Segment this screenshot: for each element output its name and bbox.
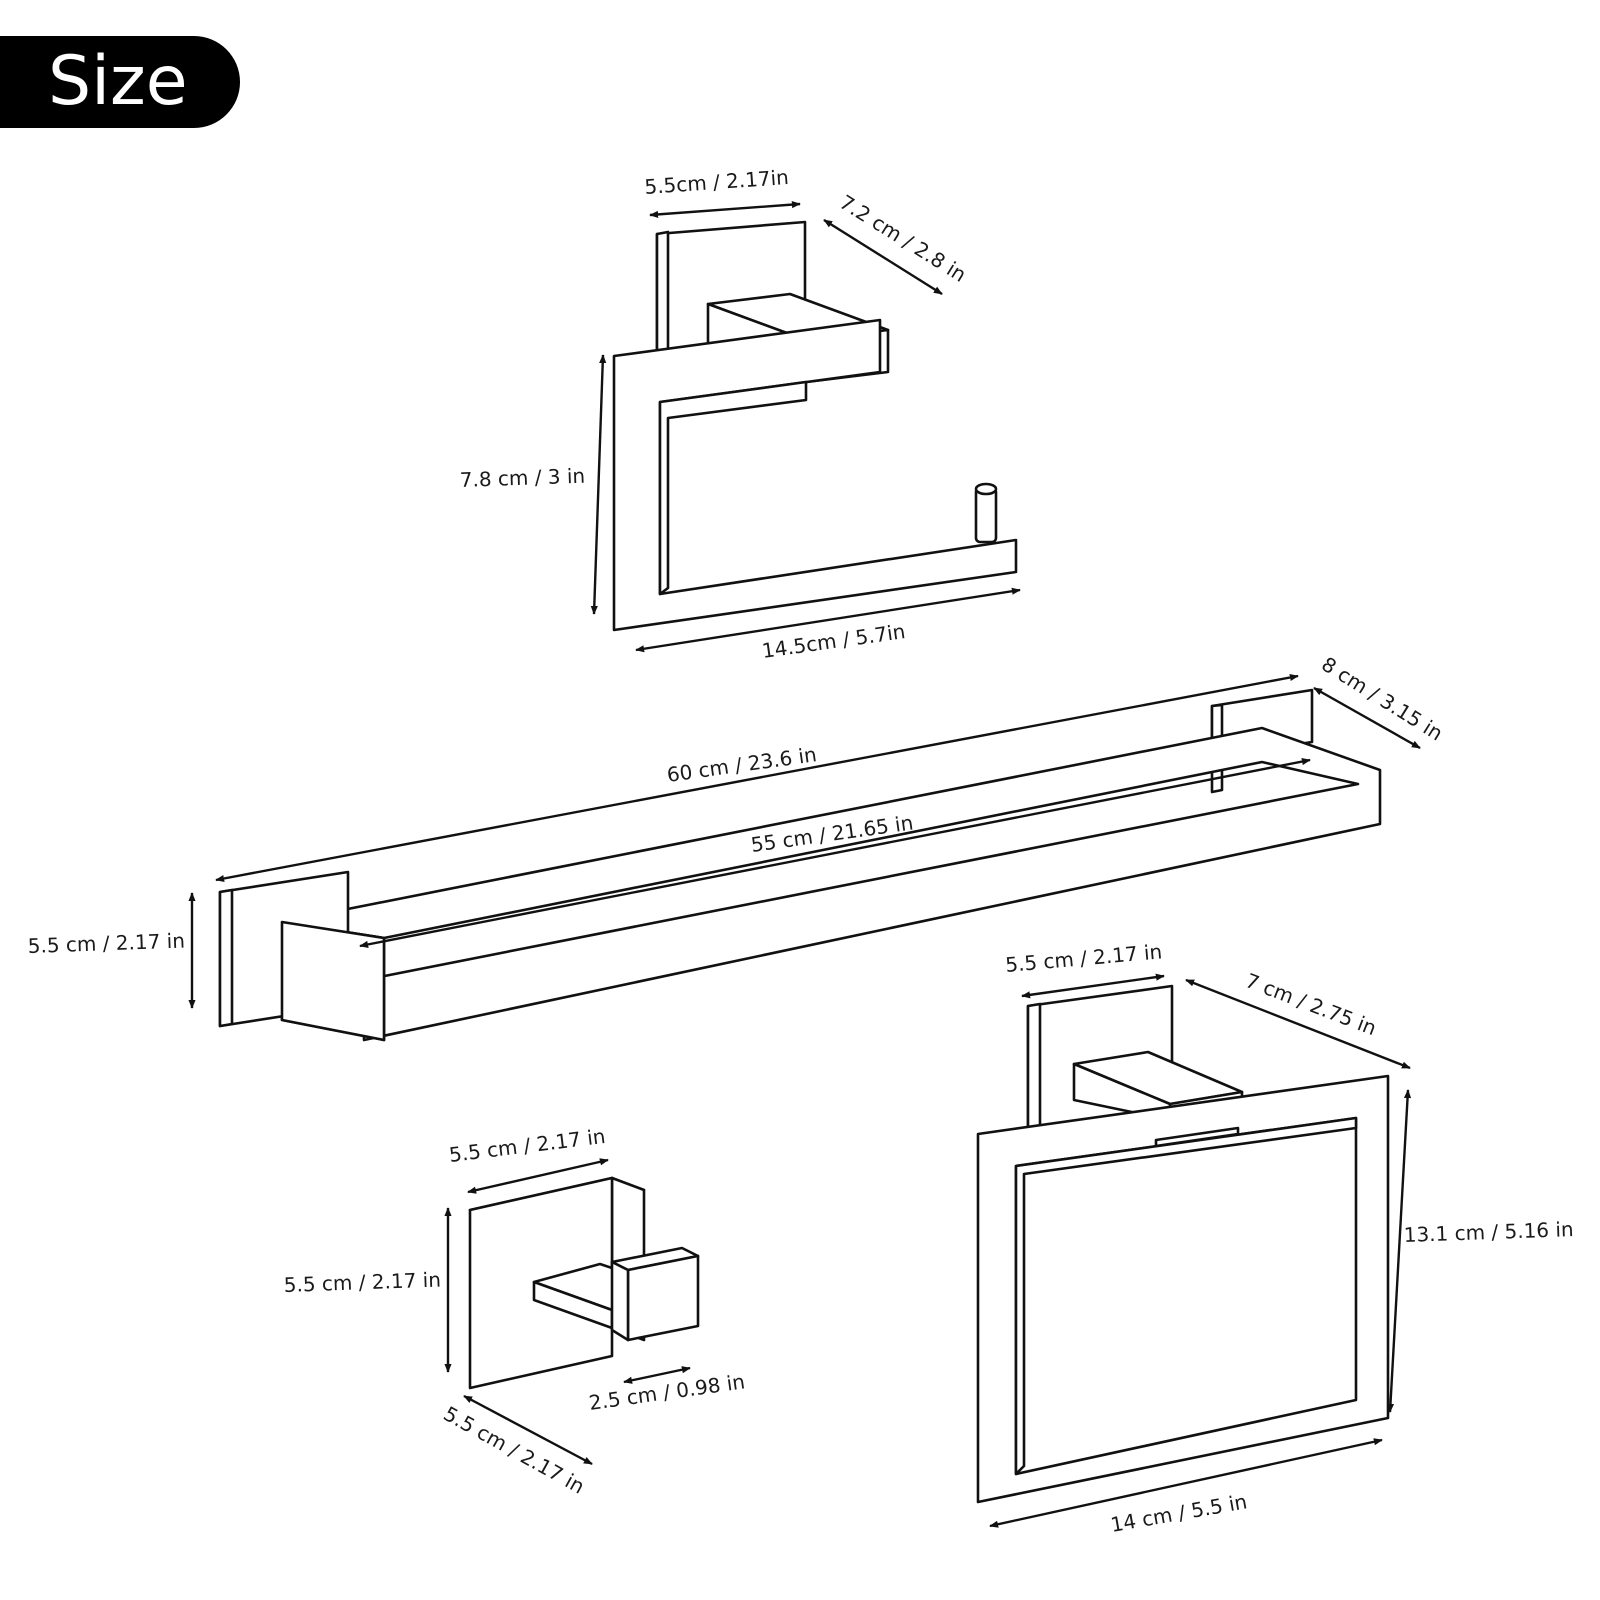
towel-ring-wall-plate-edge [1026,1002,1042,1140]
paper-holder-length-label: 14.5cm / 5.7in [760,619,906,663]
towel-ring-height-arrow [1386,1089,1412,1413]
robe-hook-depth-arrow [623,1366,691,1384]
towel-ring-plate-width-arrow [1021,973,1165,999]
towel-ring: 5.5 cm / 2.17 in 7 cm / 2.75 in 13.1 cm … [976,939,1574,1537]
towel-bar-depth-label: 8 cm / 3.15 in [1317,652,1447,746]
robe-hook-bottom-width-arrow [463,1394,593,1466]
towel-bar-left-arm-front [280,920,386,1042]
paper-holder-pin-top [974,482,998,496]
paper-holder-height-arrow [590,354,607,615]
robe-hook-tip-front [626,1254,700,1342]
paper-holder-height-label: 7.8 cm / 3 in [459,464,585,492]
paper-holder-depth-arrow [823,218,943,296]
size-badge-title: Size [48,42,188,121]
towel-ring-height-label: 13.1 cm / 5.16 in [1403,1217,1574,1247]
paper-holder-arm [612,318,1018,632]
paper-holder-length-arrow [635,587,1021,653]
robe-hook-depth-label: 2.5 cm / 0.98 in [587,1369,746,1415]
robe-hook-tip-side [610,1260,630,1342]
paper-holder-pin [974,486,998,544]
paper-holder-width-label: 5.5cm / 2.17in [644,165,790,199]
towel-ring-plate-width-label: 5.5 cm / 2.17 in [1004,939,1163,977]
robe-hook-top-width-arrow [467,1158,609,1194]
size-badge: Size [0,36,240,128]
towel-bar-plate-height-label: 5.5 cm / 2.17 in [27,929,185,958]
paper-holder-arm-inner [658,380,808,596]
towel-bar-depth-arrow [1313,686,1421,750]
toilet-paper-holder: 5.5cm / 2.17in 7.2 cm / 2.8 in 7.8 cm / … [459,165,1021,663]
towel-ring-width-arrow [989,1438,1383,1528]
towel-bar-inner-arrow [359,758,1311,948]
robe-hook: 5.5 cm / 2.17 in 5.5 cm / 2.17 in 5.5 cm… [283,1124,746,1499]
towel-ring-top-slot [1154,1126,1240,1148]
towel-bar-left-plate-edge [218,888,234,1028]
paper-holder-wall-plate-edge [655,230,670,370]
towel-bar: 60 cm / 23.6 in 55 cm / 21.65 in 8 cm / … [27,652,1447,1042]
robe-hook-height-label: 5.5 cm / 2.17 in [283,1268,441,1297]
paper-holder-depth-label: 7.2 cm / 2.8 in [835,190,970,287]
paper-holder-width-arrow [649,201,801,218]
towel-ring-depth-arrow [1185,978,1411,1070]
robe-hook-top-width-label: 5.5 cm / 2.17 in [448,1124,607,1167]
